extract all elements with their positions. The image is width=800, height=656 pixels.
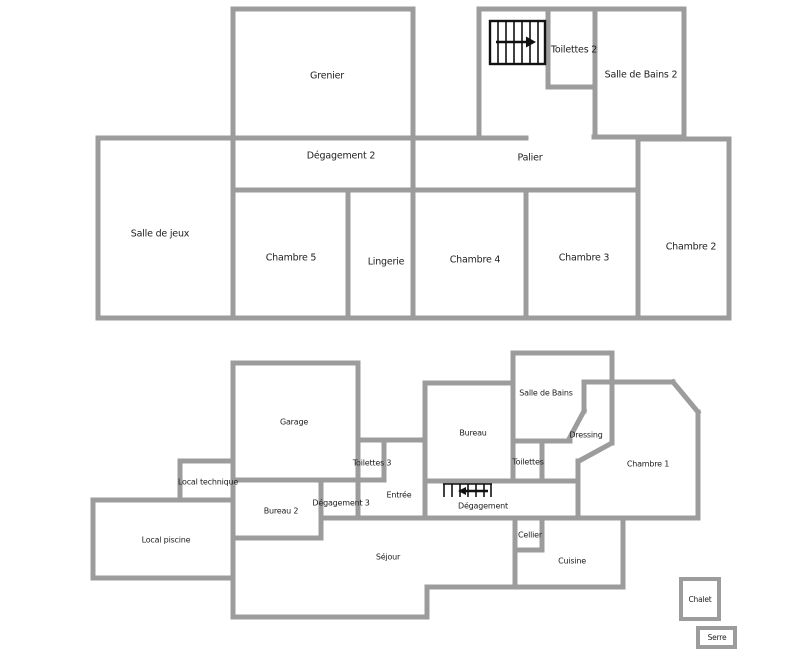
room-label-chambre-4: Chambre 4 <box>450 255 501 266</box>
room-label-local-piscine: Local piscine <box>142 536 191 545</box>
stairs-arrowhead <box>526 36 536 48</box>
room-label-degagement-2: Dégagement 2 <box>307 151 376 162</box>
room-label-dressing: Dressing <box>569 431 602 440</box>
room-label-chambre-5: Chambre 5 <box>266 253 317 264</box>
room-label-entree: Entrée <box>386 490 411 500</box>
ground-floor-labels: Garage Local technique Local piscine Bur… <box>142 389 670 566</box>
room-label-salle-de-bains-2: Salle de Bains 2 <box>605 70 678 81</box>
room-label-chambre-3: Chambre 3 <box>559 253 610 264</box>
room-label-lingerie: Lingerie <box>368 257 405 268</box>
chalet-box <box>679 577 721 621</box>
room-label-cuisine: Cuisine <box>558 557 586 566</box>
room-label-salle-de-jeux: Salle de jeux <box>131 229 190 240</box>
room-label-toilettes-2: Toilettes 2 <box>550 45 597 56</box>
outbuilding-labels: Chalet Serre <box>688 595 727 642</box>
room-label-degagement: Dégagement <box>458 501 508 511</box>
room-label-palier: Palier <box>518 153 543 164</box>
stairs-arrow-left-icon <box>443 483 492 497</box>
room-label-serre: Serre <box>708 633 727 642</box>
room-label-chalet: Chalet <box>688 595 711 604</box>
stairs-arrowhead <box>458 487 466 495</box>
room-label-chambre-2: Chambre 2 <box>666 242 717 253</box>
ground-floor: Garage Local technique Local piscine Bur… <box>90 350 702 620</box>
room-label-grenier: Grenier <box>310 71 344 82</box>
room-label-local-technique: Local technique <box>178 478 238 487</box>
outbuildings: Chalet Serre <box>679 577 737 649</box>
room-label-bureau: Bureau <box>459 429 486 438</box>
room-label-cellier: Cellier <box>518 531 543 540</box>
room-label-toilettes-3: Toilettes 3 <box>352 459 392 468</box>
room-label-sejour: Séjour <box>376 552 401 562</box>
upper-floor-labels: Grenier Toilettes 2 Salle de Bains 2 Dég… <box>131 45 717 268</box>
room-label-toilettes: Toilettes <box>511 458 543 467</box>
room-label-chambre-1: Chambre 1 <box>627 460 669 469</box>
room-label-degagement-3: Dégagement 3 <box>312 498 369 508</box>
ground-floor-walls <box>90 350 702 620</box>
room-label-garage: Garage <box>280 418 308 427</box>
room-label-salle-de-bains: Salle de Bains <box>519 389 573 398</box>
serre-box <box>696 626 737 649</box>
stairs-arrow-right-icon <box>488 19 547 66</box>
room-label-bureau-2: Bureau 2 <box>264 507 299 516</box>
upper-floor: Grenier Toilettes 2 Salle de Bains 2 Dég… <box>95 6 732 321</box>
upper-floor-walls <box>95 6 732 321</box>
